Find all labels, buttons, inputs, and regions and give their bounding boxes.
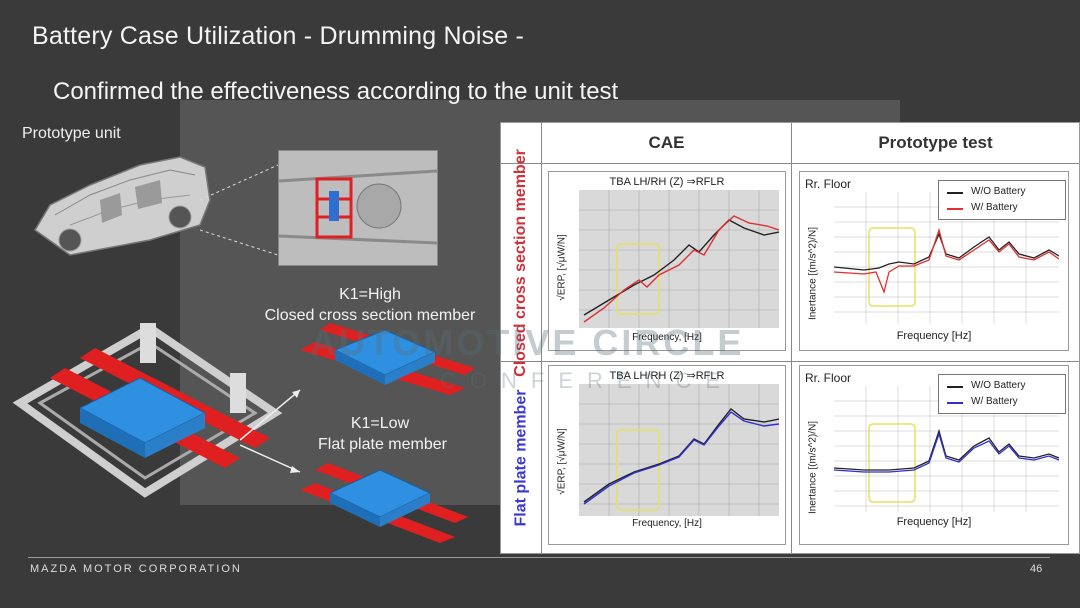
car-body-image (34, 156, 211, 256)
legend-without-battery-2: W/O Battery (971, 380, 1026, 391)
cae-flat-chart (579, 384, 779, 516)
test-plot-flat: Rr. Floor Inertance [(m/s^2)/N] Frequenc… (799, 365, 1069, 545)
test-plot-ylabel: Inertance [(m/s^2)/N] (807, 226, 819, 321)
cae-plot-xlabel-2: Frequency, [Hz] (632, 518, 702, 529)
cae-plot-ylabel: √ERP, [√μW/N] (556, 234, 568, 301)
legend-with-battery-2: W/ Battery (971, 396, 1018, 407)
battery-frame-image (12, 323, 283, 498)
cae-plot-xlabel: Frequency, [Hz] (632, 332, 702, 343)
prototype-unit-label: Prototype unit (22, 125, 121, 142)
legend-without-battery: W/O Battery (971, 186, 1026, 197)
test-plot-title-2: Rr. Floor (805, 371, 852, 385)
cae-plot-closed: TBA LH/RH (Z) ⇒RFLR √ERP, [√μW/N] Freque… (548, 171, 786, 351)
cae-closed-chart (579, 190, 779, 328)
legend-closed: W/O Battery W/ Battery (938, 180, 1066, 220)
k1-low-desc: Flat plate member (318, 436, 447, 453)
k1-high-desc: Closed cross section member (264, 307, 476, 324)
zoom-callout-lines (200, 164, 279, 256)
test-plot-title: Rr. Floor (805, 177, 852, 191)
footer-company: MAZDA MOTOR CORPORATION (30, 563, 242, 575)
legend-with-battery: W/ Battery (971, 202, 1018, 213)
test-plot-closed: Rr. Floor Inertance [(m/s^2)/N] Frequenc… (799, 171, 1069, 351)
comparison-table: CAE Prototype test Closed cross section … (500, 122, 1080, 554)
test-plot-xlabel: Frequency [Hz] (896, 330, 972, 342)
underbody-image (278, 150, 438, 266)
prototype-test-header: Prototype test (792, 123, 1079, 164)
cae-header: CAE (542, 123, 791, 164)
watermark: AUTOMOTIVE CIRCLE (310, 322, 745, 363)
cae-plot-title-2: TBA LH/RH (Z) ⇒RFLR (609, 370, 725, 382)
test-plot-xlabel-2: Frequency [Hz] (896, 516, 972, 528)
arrows (240, 389, 301, 473)
k1-high-title: K1=High (339, 286, 401, 303)
row-label-flat-text: Flat plate member (512, 389, 529, 526)
flat-plate-member-image (300, 463, 468, 543)
legend-flat: W/O Battery W/ Battery (938, 374, 1066, 414)
closed-section-member-image (300, 323, 475, 395)
slide-subtitle: Confirmed the effectiveness according to… (53, 78, 619, 105)
cae-plot-title: TBA LH/RH (Z) ⇒RFLR (609, 176, 725, 188)
k1-low-title: K1=Low (350, 415, 410, 432)
corner-cell (501, 123, 541, 164)
cae-plot-flat: TBA LH/RH (Z) ⇒RFLR √ERP, [√μW/N] Freque… (548, 365, 786, 545)
slide-title: Battery Case Utilization - Drumming Nois… (32, 22, 525, 50)
test-plot-ylabel-2: Inertance [(m/s^2)/N] (807, 420, 819, 515)
watermark-sub: CONFERENCE (440, 368, 735, 393)
page-number: 46 (1030, 563, 1043, 575)
cae-plot-ylabel-2: √ERP, [√μW/N] (556, 428, 568, 495)
footer-divider (28, 557, 1050, 558)
